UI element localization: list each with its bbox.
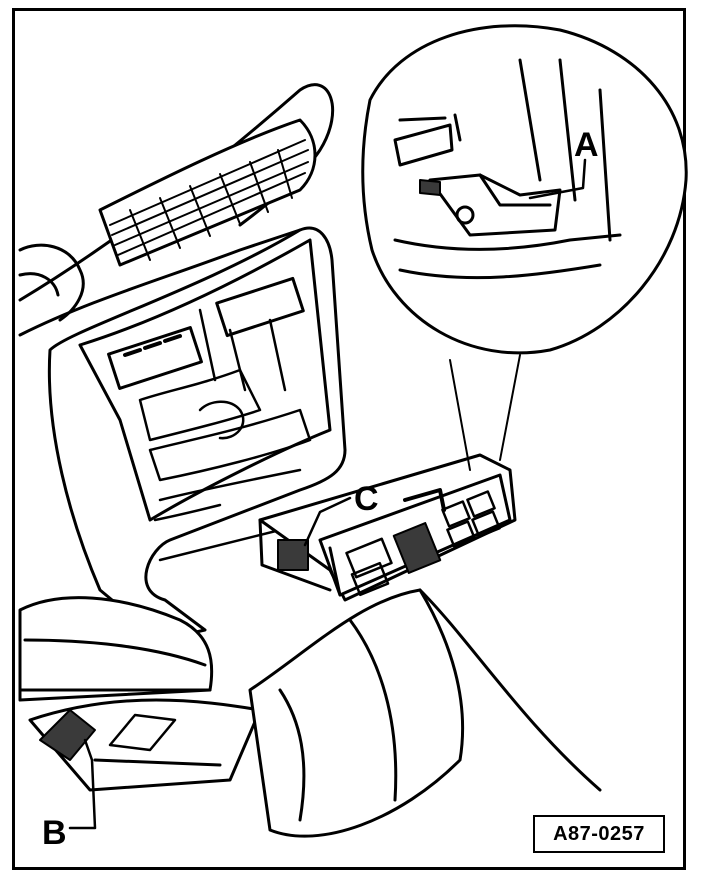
- inset-connector-line: [449, 354, 521, 471]
- seat-armrest: [18, 596, 262, 792]
- callout-b: B: [42, 814, 67, 852]
- internal-mechanism: [138, 308, 312, 562]
- leader-line-c: [303, 496, 352, 547]
- control-unit: [258, 453, 517, 602]
- left-trim: [18, 243, 85, 322]
- radio-slot: [107, 276, 305, 390]
- left-trim-inner: [18, 272, 60, 297]
- callout-c: C: [354, 480, 379, 518]
- leader-line-a: [528, 158, 587, 200]
- leader-line-b: [68, 738, 97, 830]
- callout-a: A: [574, 126, 599, 164]
- console-inner-edge: [78, 238, 332, 522]
- dashboard-lower-edge: [18, 228, 302, 337]
- detail-inset: [361, 24, 688, 355]
- figure-code-label: A87-0257: [533, 815, 665, 853]
- gear-boot: [248, 588, 602, 838]
- vent-grille: [98, 118, 317, 267]
